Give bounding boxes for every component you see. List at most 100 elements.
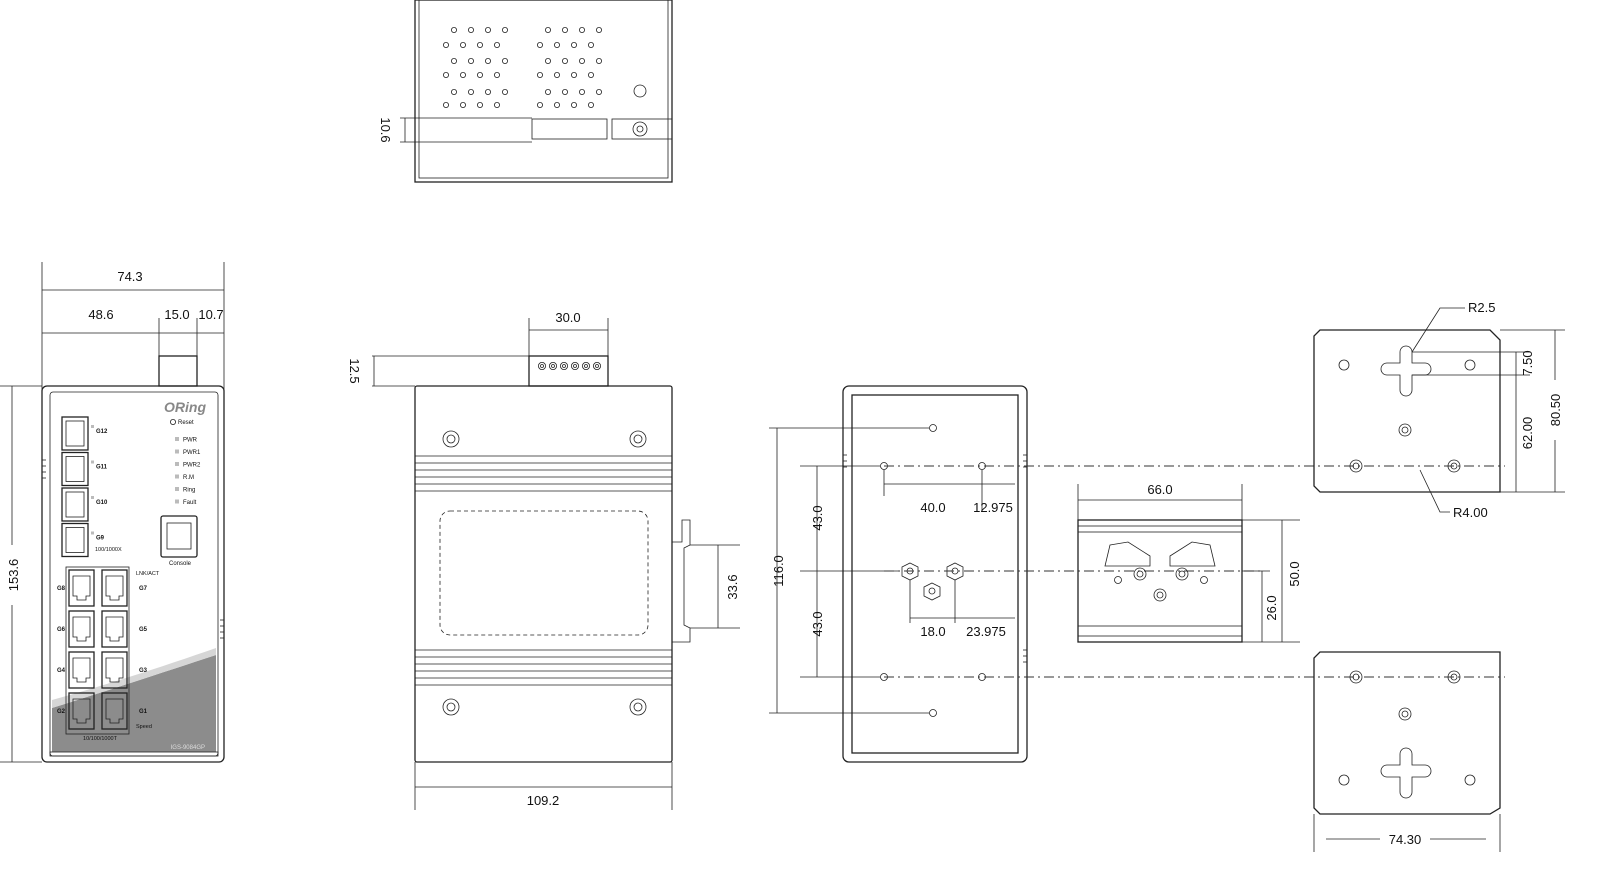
vent-hole [562, 26, 569, 33]
led-indicator [175, 499, 179, 504]
side-view: 30.0 12.5 33.6 109.2 [347, 310, 740, 810]
terminal-hole-center [562, 364, 566, 368]
vent-hole [571, 42, 578, 49]
led-label: Ring [183, 488, 195, 494]
sfp-led [91, 425, 94, 428]
top-view: 10.6 [378, 0, 673, 183]
vent-hole [459, 102, 466, 109]
vent-hole [484, 26, 491, 33]
led-indicator [175, 474, 179, 479]
sfp-led [91, 496, 94, 499]
vent-hole [537, 42, 544, 49]
vent-hole [579, 89, 586, 96]
vent-hole [493, 102, 500, 109]
rj45-label: G4 [57, 668, 66, 674]
sfp-port [61, 451, 89, 487]
vent-hole [545, 58, 552, 65]
sfp-port [61, 416, 89, 451]
terminal-hole-center [584, 364, 588, 368]
vent-hole [562, 58, 569, 65]
led-indicator [175, 462, 179, 466]
vent-hole [442, 72, 449, 79]
vent-hole [467, 89, 474, 96]
vent-hole [484, 89, 491, 96]
wall-hole-dim: 62.00 [1520, 417, 1535, 450]
rj45-port [101, 692, 128, 730]
terminal-hole [549, 361, 558, 370]
terminal-hole [593, 361, 602, 370]
vent-hole [450, 89, 457, 96]
led-indicator [175, 449, 179, 454]
led-indicator [175, 437, 179, 441]
vent-hole [554, 42, 561, 49]
side-width-dim: 109.2 [527, 793, 560, 808]
rj45-port [101, 569, 128, 607]
din-clip-dim: 33.6 [725, 574, 740, 599]
rear-total-dim: 116.0 [771, 555, 786, 587]
terminal-hole-center [540, 364, 544, 368]
vent-hole [459, 42, 466, 49]
vent-hole [588, 42, 595, 49]
sfp-port [61, 487, 89, 522]
vent-hole [476, 72, 483, 79]
speed-label: Speed [136, 724, 152, 730]
vent-hole [476, 102, 483, 109]
rj45-label: G1 [139, 709, 148, 715]
vent-hole [554, 102, 561, 109]
led-label: Fault [183, 500, 197, 506]
wall-height-dim: 80.50 [1548, 394, 1563, 427]
rj45-port [101, 651, 128, 689]
vent-hole [476, 42, 483, 49]
wall-r-small-dim: R2.5 [1468, 300, 1495, 315]
front-right-offset-dim: 10.7 [198, 307, 223, 322]
vent-hole [579, 26, 586, 33]
vent-hole [596, 26, 603, 33]
terminal-hole-center [573, 364, 577, 368]
rear-h1-dim: 40.0 [920, 500, 945, 515]
sfp-port [61, 522, 89, 558]
rear-h3-dim: 18.0 [920, 624, 945, 639]
vent-hole [467, 58, 474, 65]
terminal-hole [538, 361, 547, 370]
vent-hole [537, 102, 544, 109]
din-height-dim: 50.0 [1287, 561, 1302, 586]
rj45-port [101, 610, 128, 648]
sfp-label: G10 [96, 500, 108, 506]
vent-hole [596, 89, 603, 96]
vent-hole [484, 58, 491, 65]
brand-logo: ORing [164, 399, 206, 415]
vent-hole [501, 89, 508, 96]
terminal-width-dim: 30.0 [555, 310, 580, 325]
sfp-label: G9 [96, 536, 105, 542]
vent-hole [554, 72, 561, 79]
wall-width-dim: 74.30 [1389, 832, 1422, 847]
rj45-port [68, 651, 95, 689]
front-connector-width-dim: 15.0 [164, 307, 189, 322]
wall-mount-plates: R2.5 R4.00 7.50 62.00 80.50 74.30 [1313, 300, 1565, 852]
vent-hole [459, 72, 466, 79]
vent-hole [450, 26, 457, 33]
vent-hole [537, 72, 544, 79]
rear-upper-dim: 43.0 [810, 505, 825, 530]
led-label: PWR [183, 438, 198, 444]
sfp-led [91, 531, 94, 535]
rj45-label: G5 [139, 627, 148, 633]
terminal-hole-center [551, 364, 555, 368]
vent-hole [450, 58, 457, 65]
din-mid-dim: 26.0 [1264, 595, 1279, 620]
vent-hole [442, 42, 449, 49]
rj45-port [68, 610, 95, 648]
din-rail-bracket: 66.0 50.0 26.0 [1077, 482, 1302, 643]
vent-hole [493, 72, 500, 79]
vent-hole [579, 58, 586, 65]
led-label: R.M [183, 475, 194, 481]
console-port [160, 515, 198, 558]
terminal-height-dim: 12.5 [347, 358, 362, 383]
front-total-width-dim: 74.3 [117, 269, 142, 284]
vent-hole [571, 72, 578, 79]
wall-r-large-dim: R4.00 [1453, 505, 1488, 520]
terminal-holes [538, 361, 602, 370]
